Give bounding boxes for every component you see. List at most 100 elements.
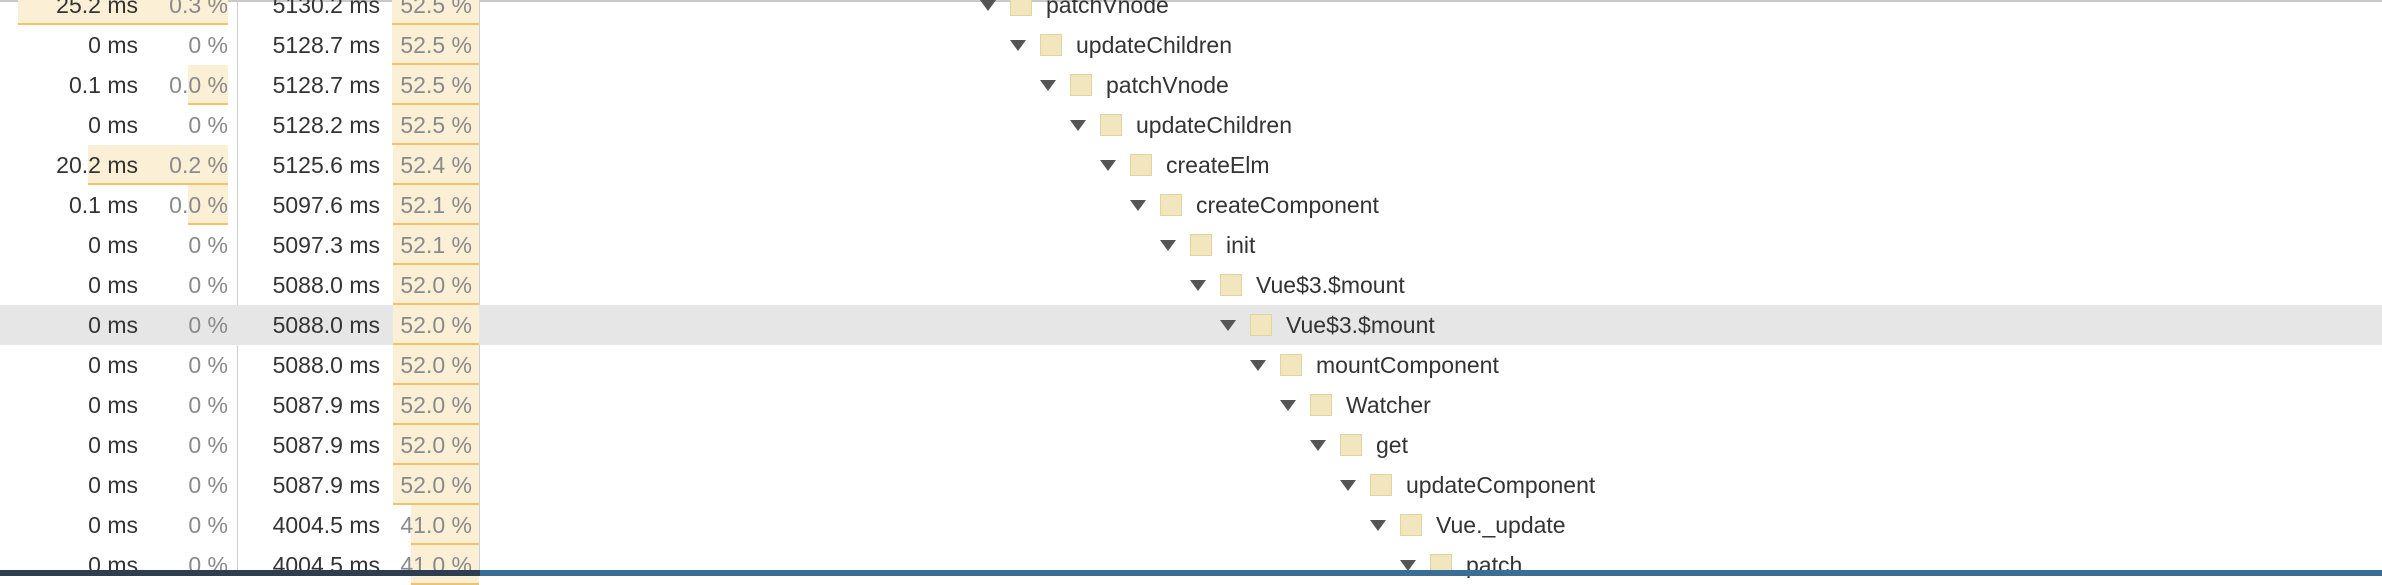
function-name: createElm	[1166, 151, 1270, 178]
function-cell[interactable]: patchVnode	[1040, 65, 1229, 105]
disclosure-triangle-icon[interactable]	[1130, 199, 1146, 211]
disclosure-triangle-icon[interactable]	[1070, 119, 1086, 131]
disclosure-triangle-icon[interactable]	[1340, 479, 1356, 491]
function-icon	[1400, 514, 1422, 536]
self-time-value: 0 ms	[88, 352, 138, 378]
total-time-value: 5087.9 ms	[272, 432, 380, 458]
total-time-bar	[393, 305, 479, 345]
total-time-value: 5125.6 ms	[272, 152, 380, 178]
disclosure-triangle-icon[interactable]	[1190, 279, 1206, 291]
function-name: createComponent	[1196, 191, 1379, 218]
disclosure-triangle-icon[interactable]	[1400, 559, 1416, 571]
function-cell[interactable]: Vue$3.$mount	[1190, 265, 1405, 305]
total-time-percent: 52.0 %	[400, 432, 472, 458]
function-icon	[1010, 0, 1032, 16]
self-time-value: 0.1 ms	[68, 72, 138, 98]
function-icon	[1340, 434, 1362, 456]
total-time-value: 5097.3 ms	[272, 232, 380, 258]
function-cell[interactable]: init	[1160, 225, 1255, 265]
self-time-value: 0 ms	[88, 312, 138, 338]
disclosure-triangle-icon[interactable]	[980, 0, 996, 11]
function-name: init	[1226, 231, 1256, 258]
function-name: Vue$3.$mount	[1286, 311, 1435, 338]
function-name: patchVnode	[1106, 71, 1229, 98]
bottom-scrollbar-left[interactable]	[0, 570, 480, 576]
total-time-bar	[393, 385, 479, 425]
total-time-bar	[393, 345, 479, 385]
total-time-value: 5128.7 ms	[272, 72, 380, 98]
self-time-bar	[18, 0, 228, 25]
total-time-bar	[393, 265, 479, 305]
disclosure-triangle-icon[interactable]	[1160, 239, 1176, 251]
function-cell[interactable]: createComponent	[1130, 185, 1379, 225]
self-time-percent: 0 %	[188, 312, 228, 338]
disclosure-triangle-icon[interactable]	[1370, 519, 1386, 531]
function-name: updateComponent	[1406, 471, 1596, 498]
disclosure-triangle-icon[interactable]	[1310, 439, 1326, 451]
self-time-percent: 0.3 %	[169, 0, 228, 18]
disclosure-triangle-icon[interactable]	[1010, 39, 1026, 51]
function-icon	[1070, 74, 1092, 96]
disclosure-triangle-icon[interactable]	[1040, 79, 1056, 91]
function-name: patchVnode	[1046, 0, 1169, 18]
total-time-value: 5087.9 ms	[272, 392, 380, 418]
disclosure-triangle-icon[interactable]	[1100, 159, 1116, 171]
disclosure-triangle-icon[interactable]	[1250, 359, 1266, 371]
total-time-bar	[393, 425, 479, 465]
function-cell[interactable]: updateComponent	[1340, 465, 1595, 505]
total-time-percent: 52.1 %	[400, 232, 472, 258]
call-tree-row[interactable]: 0.1 ms 0.0 % 5128.7 ms 52.5 % patchVnode	[0, 65, 2382, 105]
function-cell[interactable]: Vue$3.$mount	[1220, 305, 1435, 345]
total-time-bar	[393, 185, 479, 225]
total-time-value: 5128.7 ms	[272, 32, 380, 58]
total-time-percent: 52.0 %	[400, 392, 472, 418]
function-icon	[1220, 274, 1242, 296]
self-time-percent: 0.0 %	[169, 72, 228, 98]
disclosure-triangle-icon[interactable]	[1220, 319, 1236, 331]
function-cell[interactable]: updateChildren	[1010, 25, 1232, 65]
function-cell[interactable]: patchVnode	[980, 0, 1169, 25]
self-time-percent: 0.0 %	[169, 192, 228, 218]
function-icon	[1160, 194, 1182, 216]
function-cell[interactable]: createElm	[1100, 145, 1270, 185]
self-time-value: 0 ms	[88, 112, 138, 138]
total-time-bar	[393, 145, 479, 185]
function-name: Watcher	[1346, 391, 1431, 418]
function-icon	[1310, 394, 1332, 416]
function-cell[interactable]: patch	[1400, 545, 1522, 585]
self-time-value: 0.1 ms	[68, 192, 138, 218]
disclosure-triangle-icon[interactable]	[1280, 399, 1296, 411]
total-time-percent: 52.5 %	[400, 0, 472, 18]
function-cell[interactable]: Vue._update	[1370, 505, 1566, 545]
bottom-scrollbar[interactable]	[0, 570, 2382, 576]
total-time-value: 5088.0 ms	[272, 352, 380, 378]
self-time-percent: 0 %	[188, 32, 228, 58]
function-cell[interactable]: updateChildren	[1070, 105, 1292, 145]
function-cell[interactable]: mountComponent	[1250, 345, 1499, 385]
function-name: updateChildren	[1076, 31, 1233, 58]
total-time-value: 5097.6 ms	[272, 192, 380, 218]
self-time-percent: 0.2 %	[169, 152, 228, 178]
total-time-percent: 52.5 %	[400, 72, 472, 98]
self-time-percent: 0 %	[188, 272, 228, 298]
function-cell[interactable]: Watcher	[1280, 385, 1431, 425]
function-cell[interactable]: get	[1310, 425, 1408, 465]
function-icon	[1190, 234, 1212, 256]
total-time-percent: 52.0 %	[400, 272, 472, 298]
self-time-bar	[188, 65, 228, 105]
